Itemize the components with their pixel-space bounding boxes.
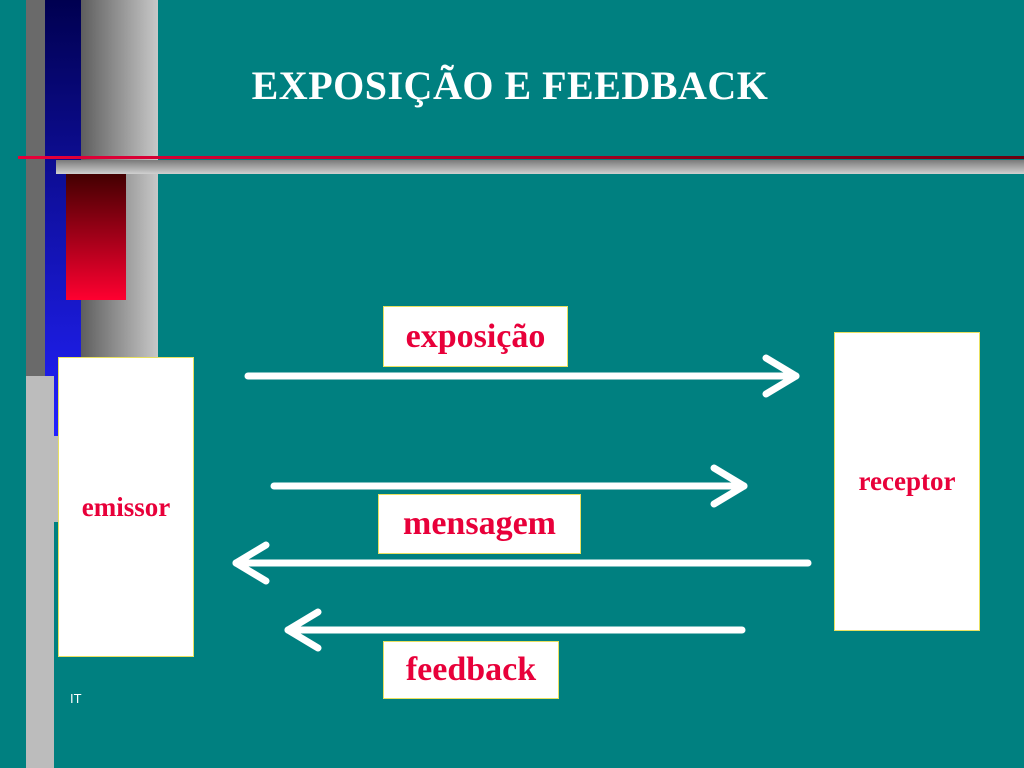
decor-bar-red <box>66 172 126 300</box>
decor-bar-gray-dark <box>26 0 46 376</box>
arrow-feedback <box>284 608 746 652</box>
exposicao-label: exposição <box>405 317 546 355</box>
receptor-label: receptor <box>858 466 956 496</box>
title-rule-gray <box>56 160 1024 174</box>
slide-title: EXPOSIÇÃO E FEEDBACK <box>251 63 769 108</box>
emissor-box: emissor <box>58 357 194 657</box>
footer-text: IT <box>70 691 82 706</box>
feedback-label: feedback <box>405 651 537 688</box>
receptor-box: receptor <box>834 332 980 631</box>
feedback-box: feedback <box>383 641 559 699</box>
arrow-mensagem-left <box>232 541 812 585</box>
arrow-mensagem-right <box>270 464 748 508</box>
arrow-exposicao <box>244 354 800 398</box>
decor-bar-gray-bottom <box>26 376 54 768</box>
mensagem-box: mensagem <box>378 494 581 554</box>
exposicao-box: exposição <box>383 306 568 367</box>
decor-bars <box>0 0 160 768</box>
emissor-label: emissor <box>81 491 171 522</box>
title-rule-red <box>18 156 1024 159</box>
mensagem-label: mensagem <box>403 505 556 542</box>
